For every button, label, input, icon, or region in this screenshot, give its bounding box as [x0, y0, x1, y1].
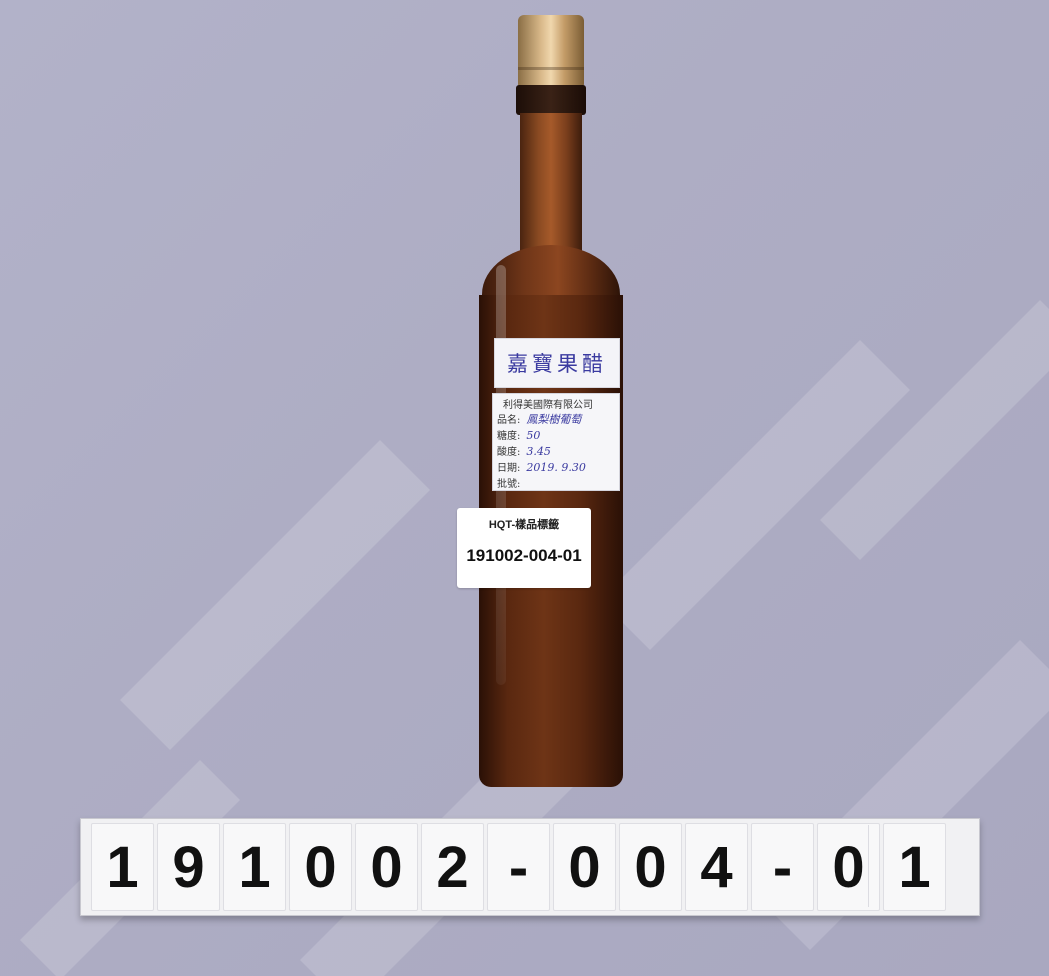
field-row: 批號: — [497, 479, 521, 490]
number-tile: - — [751, 823, 814, 911]
company-name: 利得美國際有限公司 — [503, 400, 593, 411]
number-tile: 0 — [817, 823, 880, 911]
number-tile: 0 — [355, 823, 418, 911]
number-tile: 0 — [289, 823, 352, 911]
field-row: 品名:鳳梨樹葡萄 — [497, 413, 582, 426]
strip-blank-segment — [868, 825, 969, 907]
sticker-code: 191002-004-01 — [466, 546, 582, 565]
bottle-neck — [520, 113, 582, 253]
bottle-cap — [518, 15, 584, 87]
number-tile: 1 — [883, 823, 946, 911]
number-tiles: 1 9 1 0 0 2 - 0 0 4 - 0 1 — [91, 823, 949, 911]
number-tile: 0 — [619, 823, 682, 911]
product-info-label: 利得美國際有限公司 品名:鳳梨樹葡萄 糖度:50 酸度:3.45 日期:2019… — [492, 393, 620, 491]
field-row: 糖度:50 — [497, 429, 541, 442]
field-row: 日期:2019. 9.30 — [497, 461, 586, 474]
number-tile: 0 — [553, 823, 616, 911]
field-row: 酸度:3.45 — [497, 445, 551, 458]
number-strip: 1 9 1 0 0 2 - 0 0 4 - 0 1 — [80, 818, 980, 916]
number-tile: 1 — [223, 823, 286, 911]
number-tile: 4 — [685, 823, 748, 911]
number-tile: - — [487, 823, 550, 911]
handwritten-title-label: 嘉寶果醋 — [494, 338, 620, 388]
number-tile: 1 — [91, 823, 154, 911]
bottle-neck-ring — [516, 85, 586, 115]
sample-sticker: HQT-樣品標籤 191002-004-01 — [457, 508, 591, 588]
number-tile: 9 — [157, 823, 220, 911]
sticker-title: HQT-樣品標籤 — [488, 519, 560, 531]
number-tile: 2 — [421, 823, 484, 911]
handwritten-title: 嘉寶果醋 — [507, 352, 607, 376]
